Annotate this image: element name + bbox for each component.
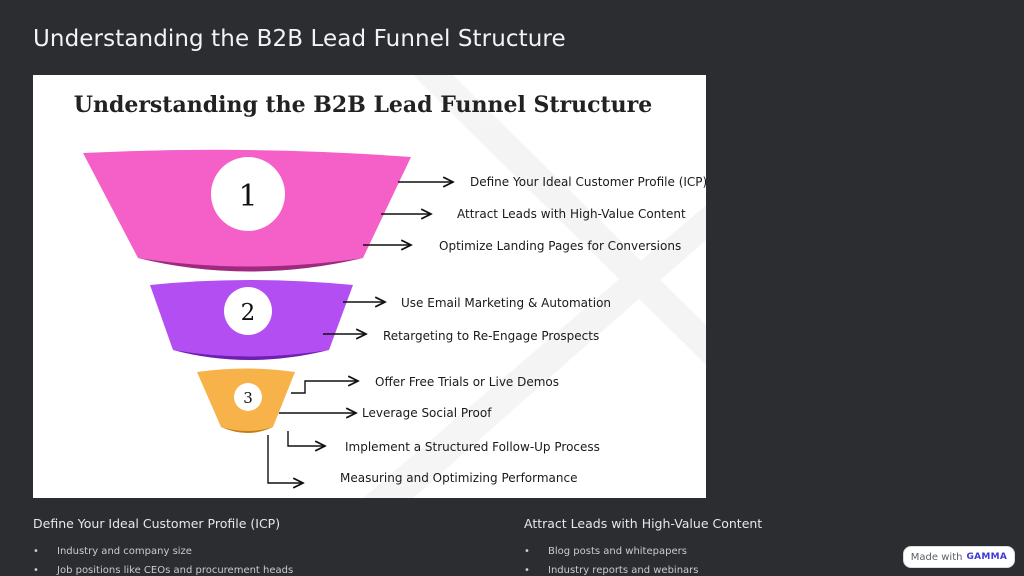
background-streaks: [363, 75, 706, 498]
step-label: Implement a Structured Follow-Up Process: [345, 440, 600, 454]
funnel-stage-3: 3: [197, 368, 295, 433]
stage-3-circle: [234, 383, 262, 411]
step-label: Leverage Social Proof: [362, 406, 492, 420]
step-label: Attract Leads with High-Value Content: [457, 207, 686, 221]
column-heading: Attract Leads with High-Value Content: [524, 516, 763, 531]
badge-prefix: Made with: [910, 551, 963, 563]
stage-2-circle: [224, 287, 272, 335]
step-label: Measuring and Optimizing Performance: [340, 471, 577, 485]
bullet-item: Blog posts and whitepapers: [524, 545, 924, 564]
arrow-stage3-item3: [287, 431, 325, 446]
arrow-stage3-item4: [267, 435, 303, 483]
column-heading: Define Your Ideal Customer Profile (ICP): [33, 516, 281, 531]
bullet-list: Industry and company size Job positions …: [33, 545, 433, 576]
slide-title: Understanding the B2B Lead Funnel Struct…: [33, 26, 566, 52]
funnel-figure: Understanding the B2B Lead Funnel Struct…: [33, 75, 706, 498]
funnel-diagram: Understanding the B2B Lead Funnel Struct…: [74, 75, 706, 498]
bullet-item: Industry reports and webinars: [524, 564, 924, 576]
column-content: Attract Leads with High-Value Content Bl…: [524, 516, 924, 576]
stage-3-number: 3: [243, 389, 253, 407]
step-label: Retargeting to Re-Engage Prospects: [383, 329, 599, 343]
bullet-item: Industry and company size: [33, 545, 433, 564]
step-label: Offer Free Trials or Live Demos: [375, 375, 559, 389]
step-label: Use Email Marketing & Automation: [401, 296, 611, 310]
step-label: Optimize Landing Pages for Conversions: [439, 239, 681, 253]
funnel-stage-1: 1: [83, 149, 411, 272]
bullet-list: Blog posts and whitepapers Industry repo…: [524, 545, 924, 576]
arrow-stage3-item1: [291, 381, 358, 394]
stage-1-number: 1: [238, 179, 257, 214]
step-label: Define Your Ideal Customer Profile (ICP): [470, 175, 706, 189]
funnel-stage-2: 2: [150, 280, 353, 360]
column-icp: Define Your Ideal Customer Profile (ICP)…: [33, 516, 433, 576]
made-with-gamma-badge[interactable]: Made with GAMMA: [903, 546, 1015, 568]
connector-arrows: [267, 182, 453, 483]
bullet-item: Job positions like CEOs and procurement …: [33, 564, 433, 576]
stage-2-number: 2: [241, 300, 256, 326]
figure-title: Understanding the B2B Lead Funnel Struct…: [74, 92, 652, 118]
gamma-logo: GAMMA: [966, 552, 1008, 562]
step-labels: Define Your Ideal Customer Profile (ICP)…: [340, 175, 706, 485]
stage-1-circle: [211, 157, 285, 231]
